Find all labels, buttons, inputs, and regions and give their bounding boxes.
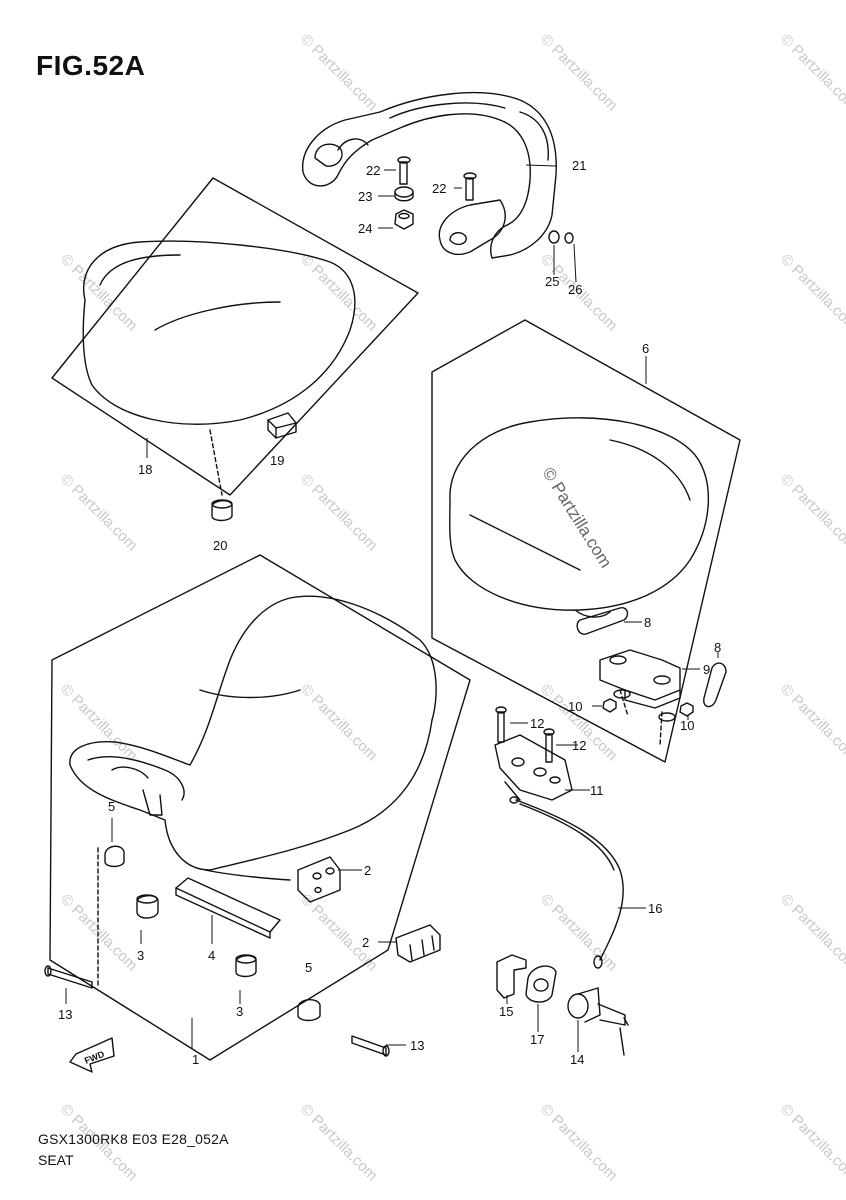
callout-12a: 12: [530, 716, 544, 731]
callout-25: 25: [545, 274, 559, 289]
bolt-13a: [44, 965, 93, 989]
front-seat-box: [431, 319, 741, 763]
damper-2a: [297, 856, 341, 903]
callout-labels: 1 2 2 3 3 4 5 5 6 8 8 9 10 10 11 12 12 1…: [58, 158, 721, 1067]
leader-lines: [65, 164, 719, 1052]
callout-26: 26: [568, 282, 582, 297]
cushion-3b: [235, 954, 257, 978]
key-cylinder-14: [567, 987, 629, 1056]
fwd-arrow-icon: [69, 1037, 115, 1073]
callout-2b: 2: [362, 935, 369, 950]
pad-4: [175, 877, 281, 939]
nut-10a: [602, 698, 617, 713]
grommet-5a: [104, 845, 125, 868]
main-seat-box: [49, 554, 471, 1061]
callout-6: 6: [642, 341, 649, 356]
svg-text:© Partzilla.com: © Partzilla.com: [57, 891, 140, 974]
grab-rail: [302, 92, 557, 259]
callout-1: 1: [192, 1052, 199, 1067]
callout-20: 20: [213, 538, 227, 553]
leader-20: [209, 429, 223, 496]
svg-text:© Partzilla.com: © Partzilla.com: [777, 251, 846, 334]
callout-10b: 10: [680, 718, 694, 733]
svg-text:© Partzilla.com: © Partzilla.com: [297, 681, 380, 764]
callout-3b: 3: [236, 1004, 243, 1019]
callout-12b: 12: [572, 738, 586, 753]
callout-9: 9: [703, 662, 710, 677]
callout-22b: 22: [432, 181, 446, 196]
svg-text:© Partzilla.com: © Partzilla.com: [57, 681, 140, 764]
rail-bolt-22a: [397, 156, 411, 185]
watermark-layer: © Partzilla.com © Partzilla.com © Partzi…: [57, 31, 846, 1184]
callout-21: 21: [572, 158, 586, 173]
callout-24: 24: [358, 221, 372, 236]
callout-17: 17: [530, 1032, 544, 1047]
svg-text:© Partzilla.com: © Partzilla.com: [777, 471, 846, 554]
svg-text:© Partzilla.com: © Partzilla.com: [297, 1101, 380, 1184]
leader-9b: [659, 711, 663, 746]
svg-text:© Partzilla.com: © Partzilla.com: [57, 251, 140, 334]
callout-13b: 13: [410, 1038, 424, 1053]
rail-nut-24: [394, 209, 414, 230]
callout-5a: 5: [108, 799, 115, 814]
seat-cover-grommet-19: [267, 412, 297, 439]
lock-holder-17: [525, 965, 557, 1003]
lock-clip-15: [496, 954, 527, 999]
rail-bolt-22b: [463, 172, 477, 201]
callout-8b: 8: [714, 640, 721, 655]
seat-1: [69, 595, 437, 881]
diagram-code: GSX1300RK8 E03 E28_052A: [38, 1131, 229, 1147]
bolt-12a: [495, 706, 507, 743]
callout-22a: 22: [366, 163, 380, 178]
seat-cover-18: [82, 240, 356, 425]
svg-text:© Partzilla.com: © Partzilla.com: [297, 251, 380, 334]
callout-3a: 3: [137, 948, 144, 963]
callout-16: 16: [648, 901, 662, 916]
callout-13a: 13: [58, 1007, 72, 1022]
callout-19: 19: [270, 453, 284, 468]
nut-10b: [679, 702, 694, 717]
svg-text:© Partzilla.com: © Partzilla.com: [57, 471, 140, 554]
cushion-20: [211, 499, 233, 522]
callout-8a: 8: [644, 615, 651, 630]
svg-text:© Partzilla.com: © Partzilla.com: [777, 31, 846, 114]
callout-23: 23: [358, 189, 372, 204]
seal-8b: [703, 662, 727, 708]
rail-washer-23: [394, 186, 414, 202]
callout-2a: 2: [364, 863, 371, 878]
front-seat-6: [449, 417, 710, 618]
callout-4: 4: [208, 948, 215, 963]
callout-15: 15: [499, 1004, 513, 1019]
svg-text:© Partzilla.com: © Partzilla.com: [537, 891, 620, 974]
svg-text:© Partzilla.com: © Partzilla.com: [537, 1101, 620, 1184]
callout-11: 11: [590, 783, 604, 798]
seat-bracket-9: [599, 649, 681, 709]
rail-nut-25: [548, 230, 560, 244]
figure-title: FIG.52A: [36, 50, 146, 81]
leader-9a: [619, 689, 629, 717]
diagram-section-name: SEAT: [38, 1152, 74, 1168]
cable-16: [509, 796, 624, 969]
cushion-3a: [136, 894, 159, 919]
callout-18: 18: [138, 462, 152, 477]
svg-text:© Partzilla.com: © Partzilla.com: [297, 471, 380, 554]
svg-text:© Partzilla.com: © Partzilla.com: [537, 31, 620, 114]
callout-5b: 5: [305, 960, 312, 975]
seal-8a: [576, 607, 629, 635]
svg-text:© Partzilla.com: © Partzilla.com: [777, 1101, 846, 1184]
svg-text:© Partzilla.com: © Partzilla.com: [777, 681, 846, 764]
grommet-9a: [613, 689, 676, 722]
bolt-13b: [351, 1035, 390, 1057]
rail-washer-26: [564, 232, 574, 244]
grommet-5b: [297, 999, 321, 1022]
seat-lock-11: [494, 734, 573, 801]
callout-14: 14: [570, 1052, 584, 1067]
svg-text:© Partzilla.com: © Partzilla.com: [777, 891, 846, 974]
seat-cover-box: [51, 177, 419, 496]
svg-text:© Partzilla.com: © Partzilla.com: [297, 31, 380, 114]
callout-10a: 10: [568, 699, 582, 714]
bolt-12b: [543, 728, 555, 763]
damper-2b: [395, 924, 441, 963]
